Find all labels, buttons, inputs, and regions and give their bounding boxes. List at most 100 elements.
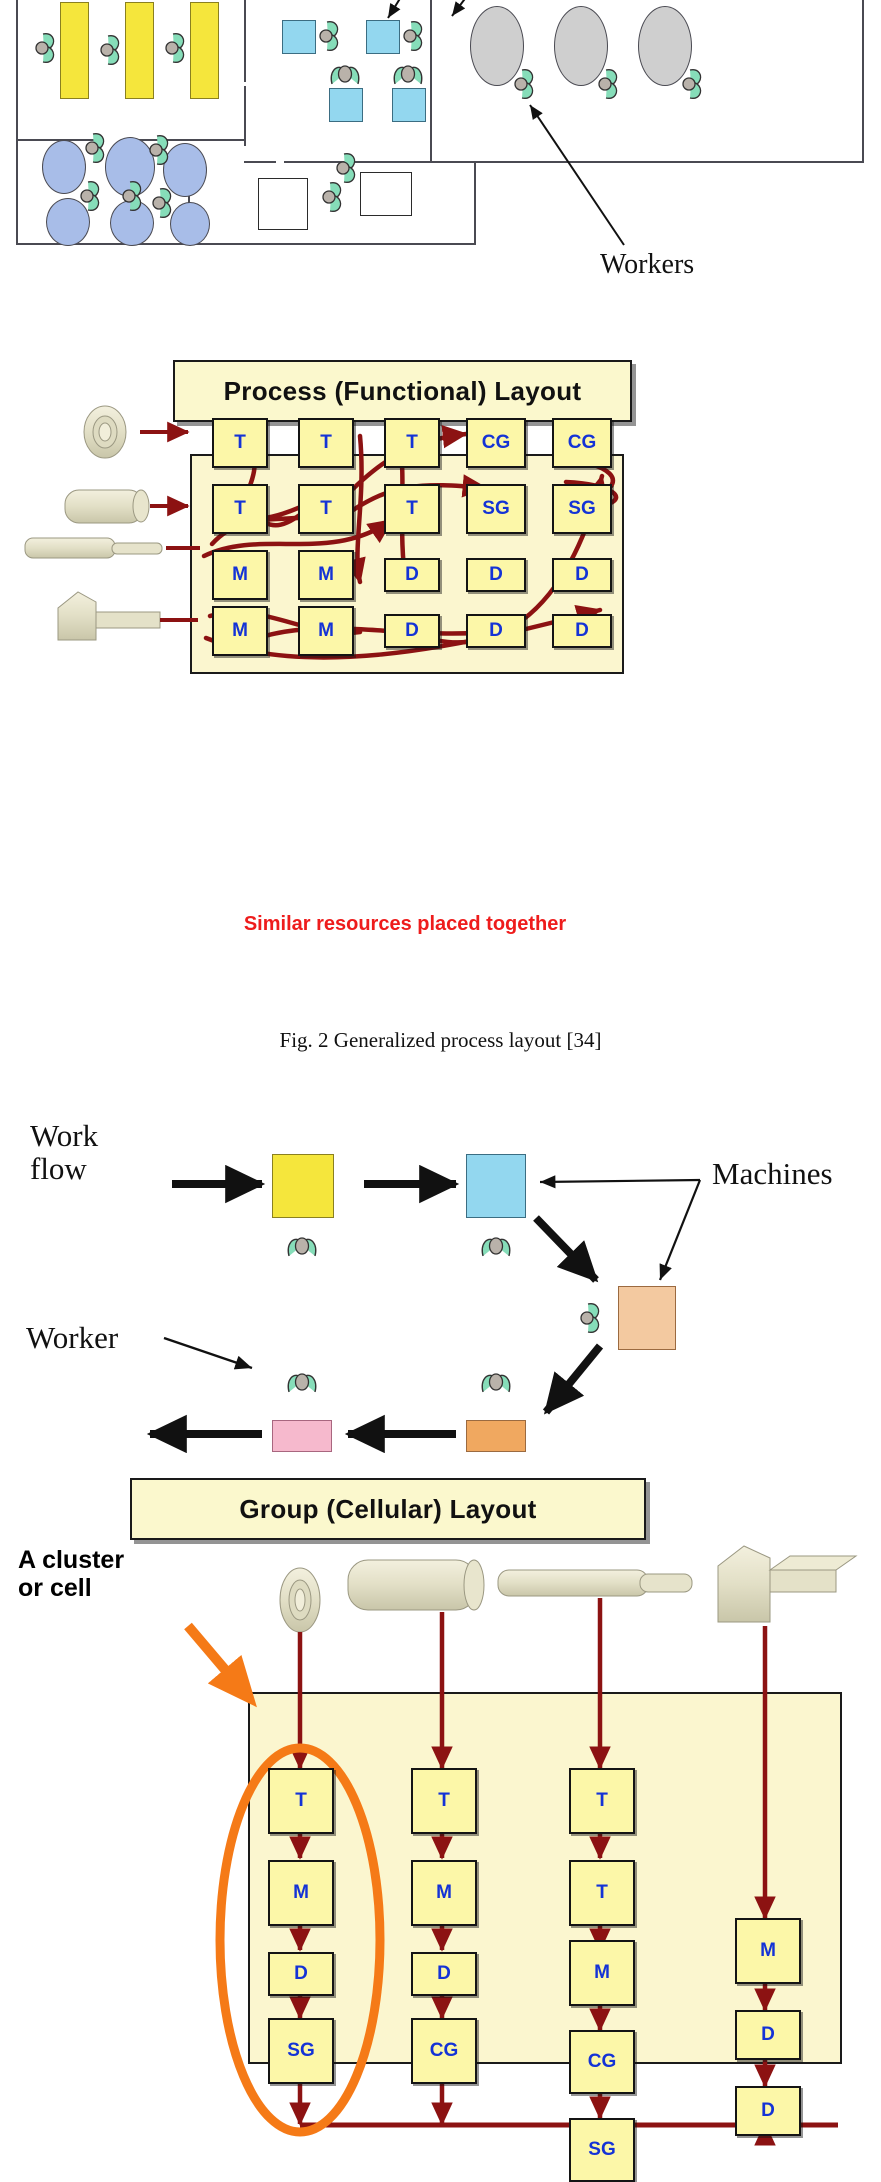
cellular-c3-s5: SG xyxy=(569,2118,635,2182)
worker-icon xyxy=(319,20,339,52)
cellular-layout-matrix-wrap: A cluster or cell xyxy=(0,1540,881,2182)
workflow-schematic: Work flow Machines Worker xyxy=(0,1118,881,1454)
workers-label: Workers xyxy=(600,249,695,280)
process-red-caption: Similar resources placed together xyxy=(190,912,620,937)
cellular-c3-s3: M xyxy=(569,1940,635,2006)
cellular-c4-s2: D xyxy=(735,2010,801,2060)
machine-oval-blue-2 xyxy=(105,137,155,197)
machine-blue-4 xyxy=(392,88,426,122)
worker-icon xyxy=(152,187,172,219)
worker-callout-arrow xyxy=(163,1336,253,1370)
process-cell-r3c2: M xyxy=(298,550,354,600)
machine-yellow-3 xyxy=(190,2,219,99)
process-layout-plan: Workers xyxy=(0,0,881,340)
cell-label: SG xyxy=(568,498,596,519)
process-cell-r2c2: T xyxy=(298,484,354,534)
cellular-c2-s3: D xyxy=(411,1952,477,1996)
cell-label: T xyxy=(234,432,246,453)
process-cell-r2c1: T xyxy=(212,484,268,534)
cell-label: T xyxy=(320,498,332,519)
process-layout-matrix-wrap: T T T CG CG T T T SG SG M M D D D M M D … xyxy=(0,405,881,674)
process-cell-r3c1: M xyxy=(212,550,268,600)
flow-machine-orange xyxy=(466,1420,526,1452)
process-cell-r1c2: T xyxy=(298,418,354,468)
cell-label: CG xyxy=(567,432,597,453)
machine-blue-3 xyxy=(329,88,363,122)
cell-label: D xyxy=(405,620,419,641)
machine-oval-blue-6 xyxy=(170,202,210,246)
cell-label: CG xyxy=(481,432,511,453)
flow-machine-yellow xyxy=(272,1154,334,1218)
process-cell-r4c1: M xyxy=(212,606,268,656)
machine-blue-2 xyxy=(366,20,400,54)
machine-oval-blue-1 xyxy=(42,140,86,194)
machine-oval-grey-3 xyxy=(638,6,692,86)
worker-icon xyxy=(403,20,423,52)
process-cell-r2c3: T xyxy=(384,484,440,534)
cell-label: D xyxy=(405,564,419,585)
worker-icon xyxy=(580,1302,600,1334)
process-cell-r4c5: D xyxy=(552,614,612,648)
cell-label: T xyxy=(438,1790,450,1811)
machine-yellow-2 xyxy=(125,2,154,99)
cell-label: D xyxy=(437,1963,451,1984)
part-block-icon xyxy=(57,591,161,641)
machine-white-1 xyxy=(258,178,308,230)
worker-icon xyxy=(682,68,702,100)
worker-icon xyxy=(287,1237,317,1257)
cell-label: D xyxy=(489,564,503,585)
machine-oval-blue-3 xyxy=(163,143,207,197)
machines-callout-arrow xyxy=(658,1179,702,1281)
worker-icon xyxy=(481,1237,511,1257)
process-cell-r1c4: CG xyxy=(466,418,526,468)
flow-arrow xyxy=(542,1343,604,1415)
flow-machine-pink xyxy=(272,1420,332,1452)
cell-label: M xyxy=(436,1882,452,1903)
worker-icon xyxy=(100,34,120,66)
worker-icon xyxy=(514,68,534,100)
cell-label: M xyxy=(318,620,334,641)
worker-icon xyxy=(598,68,618,100)
cellular-layout-banner: Group (Cellular) Layout xyxy=(130,1478,646,1540)
machine-oval-grey-2 xyxy=(554,6,608,86)
machine-yellow-1 xyxy=(60,2,89,99)
flow-machine-blue xyxy=(466,1154,526,1218)
cluster-callout-label: A cluster or cell xyxy=(18,1546,125,1602)
process-cell-r1c1: T xyxy=(212,418,268,468)
workers-callout-arrow xyxy=(529,104,625,246)
cellular-c4-s3: D xyxy=(735,2086,801,2136)
cell-label: D xyxy=(575,620,589,641)
worker-icon xyxy=(336,152,356,184)
plan-wall-left-bottom xyxy=(16,140,18,245)
machine-white-2 xyxy=(360,172,412,216)
cell-label: M xyxy=(293,1882,309,1903)
cellular-c1-s3: D xyxy=(268,1952,334,1996)
plan-wall-left-top xyxy=(16,0,18,140)
cell-label: M xyxy=(594,1962,610,1983)
cellular-c1-s4: SG xyxy=(268,2018,334,2084)
cellular-c2-s1: T xyxy=(411,1768,477,1834)
process-layout-banner-label: Process (Functional) Layout xyxy=(223,375,582,406)
worker-icon xyxy=(287,1373,317,1393)
part-ring-icon xyxy=(83,405,127,459)
worker-label: Worker xyxy=(26,1320,119,1355)
cell-label: D xyxy=(761,2024,775,2045)
worker-icon xyxy=(165,32,185,64)
process-cell-r2c5: SG xyxy=(552,484,612,534)
cell-label: M xyxy=(232,564,248,585)
part-ring-icon xyxy=(279,1567,321,1633)
plan-wall-right-bot xyxy=(432,161,862,163)
process-cell-r1c3: T xyxy=(384,418,440,468)
machine-oval-blue-4 xyxy=(46,198,90,246)
cell-label: D xyxy=(294,1963,308,1984)
worker-icon xyxy=(85,132,105,164)
process-cell-r4c2: M xyxy=(298,606,354,656)
process-cell-r2c4: SG xyxy=(466,484,526,534)
cellular-c3-s2: T xyxy=(569,1860,635,1926)
plan-wall-bottom-3 xyxy=(248,243,476,245)
cellular-c2-s2: M xyxy=(411,1860,477,1926)
work-flow-label: Work flow xyxy=(30,1118,99,1186)
process-cell-r3c3: D xyxy=(384,558,440,592)
cell-label: SG xyxy=(482,498,510,519)
plan-wall-div-v1 xyxy=(244,0,246,82)
